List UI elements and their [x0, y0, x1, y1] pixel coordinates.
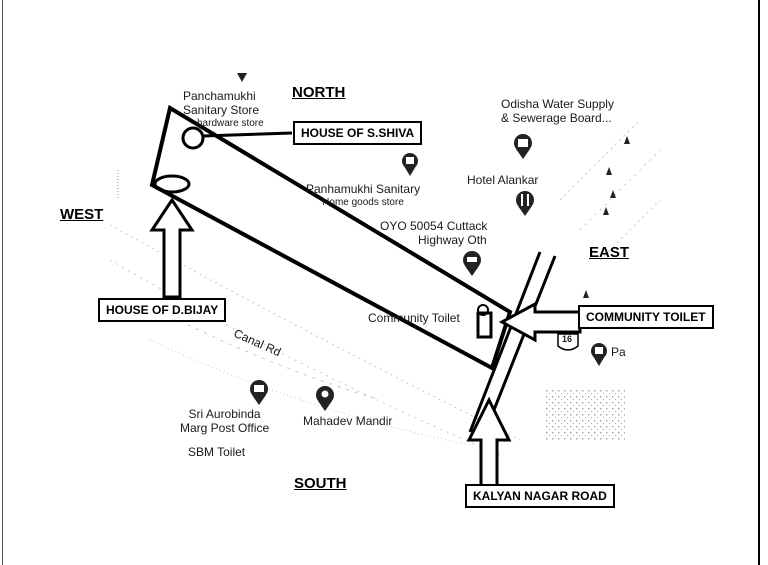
post-office-line1: Sri Aurobinda: [188, 407, 261, 421]
page-right-edge: [758, 0, 760, 565]
odisha-water-line2: & Sewerage Board...: [501, 110, 612, 125]
house-shiva-box: HOUSE OF S.SHIVA: [293, 121, 423, 145]
sbm-toilet-label: SBM Toilet: [188, 445, 246, 459]
post-office-label: Sri Aurobinda Marg Post Office: [180, 407, 270, 436]
post-office-line2: Marg Post Office: [180, 420, 270, 435]
panchamukhi-store-label: Panchamukhi Sanitary Store hardware stor…: [183, 89, 264, 129]
bijay-arrow-icon: [149, 197, 195, 299]
hotel-alankar-label: Hotel Alankar: [467, 173, 539, 187]
odisha-water-label: Odisha Water Supply & Sewerage Board...: [501, 97, 614, 126]
oyo-line1: OYO 50054 Cuttack: [380, 219, 488, 233]
shiva-pointer-line: [202, 131, 293, 138]
panchamukhi-store-name: Panchamukhi: [183, 89, 256, 103]
panchamukhi-store-category: hardware store: [197, 117, 264, 129]
page-left-edge: [2, 0, 3, 565]
panchamukhi-store-name2: Sanitary Store: [183, 102, 260, 117]
post-office-mail-icon: [250, 380, 268, 405]
odisha-water-building-icon: [514, 134, 532, 159]
south-label: SOUTH: [294, 475, 347, 492]
oyo-label: OYO 50054 Cuttack Highway Oth: [380, 219, 488, 248]
oyo-line2: Highway Oth: [418, 232, 487, 247]
north-marker-icon: [237, 73, 247, 82]
panhamukhi-bag-icon: [402, 153, 418, 176]
panhamukhi-sanitary-label: Panhamukhi Sanitary Home goods store: [306, 182, 421, 208]
community-toilet-box: COMMUNITY TOILET: [578, 305, 714, 329]
kalyan-nagar-road-box: KALYAN NAGAR ROAD: [465, 484, 615, 508]
mahadev-mandir-label: Mahadev Mandir: [303, 414, 393, 428]
community-toilet-map-label: Community Toilet: [368, 311, 460, 325]
route-16-label: 16: [562, 334, 573, 344]
mahadev-temple-icon: [316, 386, 334, 411]
community-toilet-marker: [476, 311, 493, 339]
oyo-bed-icon: [463, 251, 481, 276]
kalyan-nagar-road-line-left: [468, 251, 542, 433]
kalyan-nagar-arrow-icon: [466, 396, 512, 488]
house-bijay-box: HOUSE OF D.BIJAY: [98, 298, 227, 322]
hotel-restaurant-icon: [516, 191, 534, 216]
shiva-house-marker: [181, 126, 205, 150]
east-label: EAST: [589, 244, 630, 261]
map-texture: [109, 119, 661, 456]
north-label: NORTH: [292, 84, 346, 101]
west-label: WEST: [60, 206, 104, 223]
pa-bag-icon: [591, 343, 607, 366]
traffic-arrows: [583, 136, 630, 298]
dark-speckle-area: [545, 390, 625, 440]
kalyan-nagar-road-line-right: [486, 255, 557, 426]
odisha-water-line1: Odisha Water Supply: [501, 97, 614, 111]
route-16-shield-icon: [557, 333, 579, 351]
pa-label: Pa: [611, 345, 626, 359]
toilet-pin-icon: [477, 304, 489, 316]
bijay-house-marker: [153, 174, 191, 194]
plot-boundary: [149, 104, 513, 371]
panhamukhi-sanitary-category: Home goods store: [322, 196, 404, 208]
panhamukhi-sanitary-name: Panhamukhi Sanitary: [306, 182, 421, 196]
